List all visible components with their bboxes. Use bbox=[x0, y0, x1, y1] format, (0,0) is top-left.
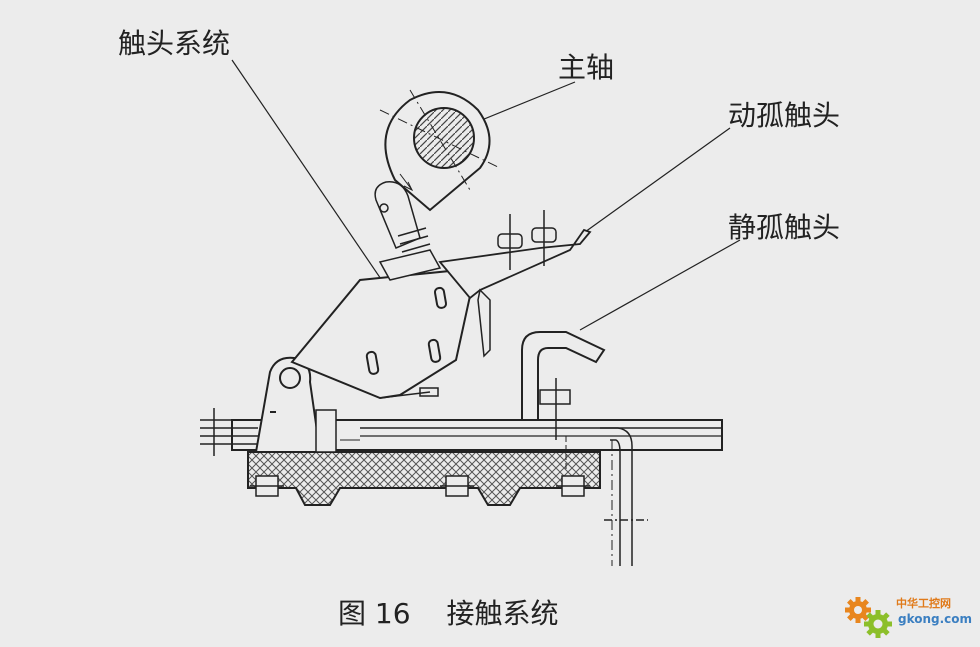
gear-logo-icon bbox=[845, 597, 892, 638]
label-moving-arc-contact: 动孤触头 bbox=[728, 99, 841, 132]
watermark-site-name: 中华工控网 bbox=[896, 597, 951, 610]
static-arc-contact bbox=[521, 331, 606, 440]
mounting-bolts bbox=[250, 475, 590, 497]
right-terminal bbox=[565, 427, 648, 566]
figure-caption: 图 16 接触系统 bbox=[338, 592, 559, 632]
main-shaft bbox=[379, 89, 501, 212]
figure-number: 图 16 bbox=[338, 597, 411, 630]
moving-contact-arm bbox=[290, 268, 472, 400]
site-watermark: 中华工控网 gkong.com bbox=[842, 590, 978, 642]
spring-connector bbox=[374, 181, 442, 281]
leader-static-arc-contact bbox=[579, 239, 741, 331]
insulation-block bbox=[247, 451, 601, 506]
label-main-shaft: 主轴 bbox=[558, 51, 615, 84]
left-terminal bbox=[200, 408, 258, 456]
figure-title: 接触系统 bbox=[446, 597, 559, 630]
arc-plate bbox=[438, 228, 592, 358]
leader-contact-system bbox=[231, 59, 386, 286]
label-contact-system: 触头系统 bbox=[118, 27, 231, 60]
leader-moving-arc-contact bbox=[584, 127, 731, 233]
contact-screws bbox=[497, 210, 557, 270]
label-static-arc-contact: 静孤触头 bbox=[728, 211, 841, 244]
watermark-site-domain: gkong.com bbox=[898, 612, 973, 626]
